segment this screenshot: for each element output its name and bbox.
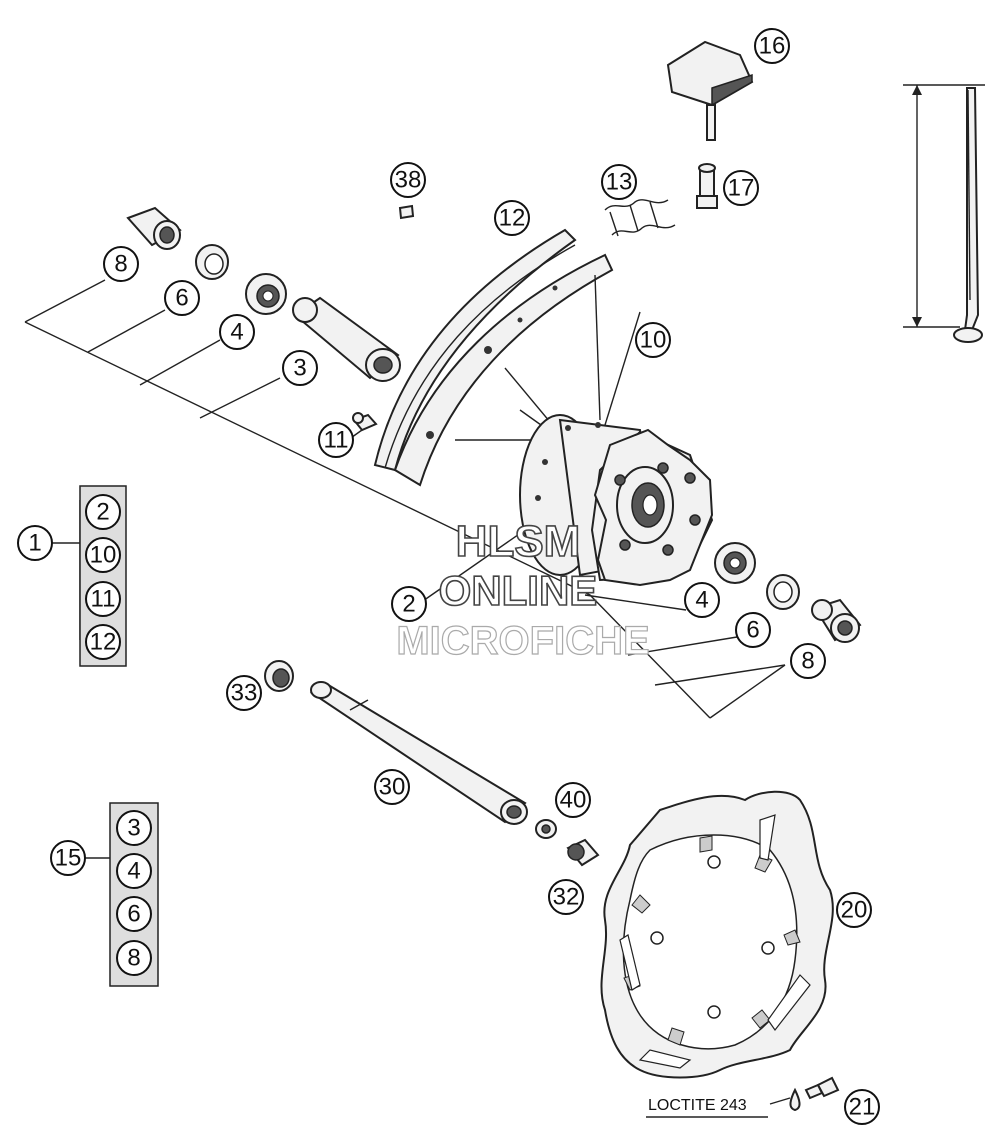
spacer-8-right [811,598,862,643]
watermark-line-3: MICROFICHE [396,619,649,663]
svg-text:3: 3 [127,815,140,842]
callout-15[interactable]: 15 [50,840,86,876]
group15-item-8[interactable]: 8 [116,940,152,976]
callout-11[interactable]: 11 [318,422,354,458]
nipple-38 [398,204,415,220]
svg-text:17: 17 [728,175,755,202]
svg-text:8: 8 [127,945,140,972]
brake-disc-20 [600,790,834,1079]
bearing-4-right [714,542,756,584]
seal-ring-6-left [195,244,229,280]
group15-item-4[interactable]: 4 [116,853,152,889]
callout-20[interactable]: 20 [836,892,872,928]
rim-12 [373,228,614,487]
watermark-line-1: HLSM [456,517,581,566]
svg-text:10: 10 [90,542,117,569]
callout-8-right[interactable]: 8 [790,643,826,679]
svg-text:21: 21 [849,1094,876,1121]
watermark-line-2: ONLINE [439,567,598,614]
callout-8-left[interactable]: 8 [103,246,139,282]
rim-tape-13 [604,199,676,237]
svg-text:20: 20 [841,897,868,924]
group1-item-11[interactable]: 11 [85,581,121,617]
group15-item-6[interactable]: 6 [116,896,152,932]
callout-32[interactable]: 32 [548,879,584,915]
bearing-4-left [245,273,287,315]
svg-text:11: 11 [324,427,349,454]
svg-text:6: 6 [127,901,140,928]
svg-text:12: 12 [499,205,526,232]
svg-text:1: 1 [28,530,41,557]
callout-12[interactable]: 12 [494,200,530,236]
loctite-label: LOCTITE 243 [648,1097,747,1114]
svg-text:6: 6 [746,617,759,644]
axle-30 [309,681,528,825]
svg-text:32: 32 [553,884,580,911]
spoke-dimension-drawing [903,84,985,343]
group-box-15: 3 4 6 8 [109,802,159,987]
callout-38[interactable]: 38 [390,162,426,198]
loctite-drop [789,1087,801,1112]
svg-text:2: 2 [402,591,415,618]
rim-lock-16 [666,40,754,141]
screw-21 [804,1076,840,1100]
svg-text:4: 4 [230,319,243,346]
group1-item-10[interactable]: 10 [85,537,121,573]
hub-2 [519,414,714,587]
axle-bolt-32 [566,838,600,867]
axle-nut-33 [264,660,294,692]
svg-text:8: 8 [801,648,814,675]
callout-33[interactable]: 33 [226,675,262,711]
svg-text:2: 2 [96,499,109,526]
callout-1[interactable]: 1 [17,525,53,561]
callout-2[interactable]: 2 [391,586,427,622]
svg-text:8: 8 [114,251,127,278]
group1-item-2[interactable]: 2 [85,494,121,530]
callout-16[interactable]: 16 [754,28,790,64]
svg-text:3: 3 [293,355,306,382]
svg-text:4: 4 [127,858,140,885]
svg-text:13: 13 [606,169,633,196]
svg-text:15: 15 [55,845,82,872]
washer-40 [535,819,557,839]
svg-text:10: 10 [640,327,667,354]
callout-4-left[interactable]: 4 [219,314,255,350]
nut-17 [696,163,718,209]
svg-text:38: 38 [395,167,422,194]
svg-text:4: 4 [695,587,708,614]
group15-item-3[interactable]: 3 [116,810,152,846]
distance-sleeve-3 [292,296,401,382]
watermark: HLSM ONLINE MICROFICHE [396,516,651,663]
svg-text:6: 6 [175,285,188,312]
callout-4-right[interactable]: 4 [684,582,720,618]
valve-11 [352,412,378,432]
callout-21[interactable]: 21 [844,1089,880,1125]
group1-item-12[interactable]: 12 [85,624,121,660]
svg-text:11: 11 [91,586,116,613]
callout-13[interactable]: 13 [601,164,637,200]
group-box-1: 2 10 11 12 [79,485,127,667]
svg-text:30: 30 [379,774,406,801]
callout-6-right[interactable]: 6 [735,612,771,648]
seal-ring-6-right [766,574,800,610]
callout-17[interactable]: 17 [723,170,759,206]
callout-40[interactable]: 40 [555,782,591,818]
svg-text:16: 16 [759,33,786,60]
callout-10[interactable]: 10 [635,322,671,358]
svg-text:40: 40 [560,787,587,814]
svg-text:33: 33 [231,680,258,707]
loctite-note: LOCTITE 243 [646,1097,768,1118]
svg-text:12: 12 [90,629,117,656]
callout-3-left[interactable]: 3 [282,350,318,386]
spacer-8-left [126,206,182,250]
callout-6-left[interactable]: 6 [164,280,200,316]
callout-30[interactable]: 30 [374,769,410,805]
